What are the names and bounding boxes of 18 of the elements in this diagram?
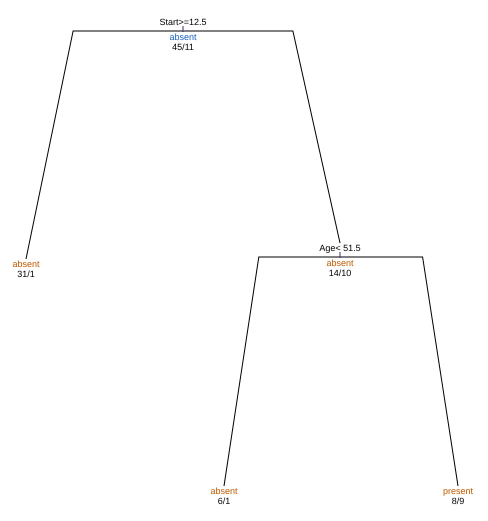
split-node	[148, 17, 218, 52]
class-label: absent	[325, 258, 355, 268]
count-label: 6/1	[216, 496, 232, 506]
count-label: 45/11	[171, 42, 195, 52]
class-label: absent	[168, 32, 198, 42]
tree-branch	[26, 30, 148, 260]
tree-branch	[224, 256, 306, 486]
class-label: absent	[11, 259, 41, 269]
count-label: 14/10	[328, 268, 352, 278]
count-label: 8/9	[450, 496, 466, 506]
tree-branch	[374, 256, 458, 486]
class-label: present	[442, 486, 474, 496]
count-label: 31/1	[16, 269, 36, 279]
split-rule: Age< 51.5	[318, 243, 362, 253]
split-node	[305, 243, 375, 278]
split-rule: Start>=12.5	[158, 17, 208, 27]
class-label: absent	[209, 486, 239, 496]
tree-branch	[218, 30, 340, 244]
